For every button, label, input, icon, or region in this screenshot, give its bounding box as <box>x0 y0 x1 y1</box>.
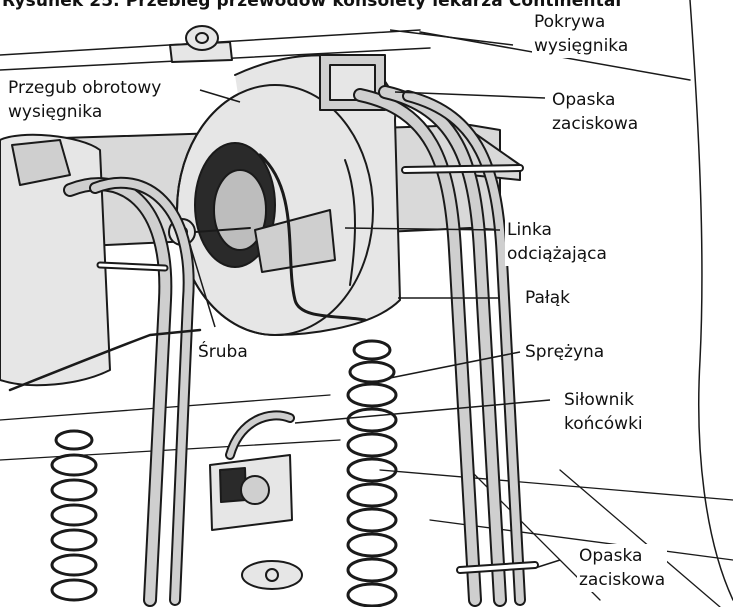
right-panel-edge <box>690 0 733 600</box>
callout-cable-tie-top: Opaska zaciskowa <box>550 88 640 136</box>
callout-cable-tie-bottom: Opaska zaciskowa <box>577 544 667 592</box>
callout-line: Linka <box>507 218 607 242</box>
callout-line: Sprężyna <box>525 340 604 364</box>
callout-line: Siłownik <box>564 388 643 412</box>
callout-line: Pałąk <box>525 286 570 310</box>
callout-line: zaciskowa <box>579 568 665 592</box>
callout-line: wysięgnika <box>8 100 161 124</box>
spring-right <box>348 341 396 606</box>
callout-line: wysięgnika <box>534 34 628 58</box>
callout-spring: Sprężyna <box>523 340 606 364</box>
callout-line: Opaska <box>552 88 638 112</box>
callout-tip-actuator: Siłownik końcówki <box>562 388 645 436</box>
callout-line: Śruba <box>198 340 248 364</box>
callout-boom-cover: Pokrywa wysięgnika <box>532 10 630 58</box>
knob <box>186 26 218 50</box>
callout-bow: Pałąk <box>523 286 572 310</box>
callout-line: Pokrywa <box>534 10 628 34</box>
callout-line: odciążająca <box>507 242 607 266</box>
callout-line: zaciskowa <box>552 112 638 136</box>
spring-left <box>52 431 96 600</box>
figure-title: Rysunek 25. Przebieg przewodów konsolety… <box>2 0 621 11</box>
callout-strain-relief: Linka odciążająca <box>505 218 609 266</box>
actuator-knob <box>242 561 302 589</box>
callout-bolt: Śruba <box>196 340 250 364</box>
callout-line: końcówki <box>564 412 643 436</box>
callout-line: Przegub obrotowy <box>8 76 161 100</box>
callout-swivel-joint: Przegub obrotowy wysięgnika <box>6 76 163 124</box>
callout-line: Opaska <box>579 544 665 568</box>
